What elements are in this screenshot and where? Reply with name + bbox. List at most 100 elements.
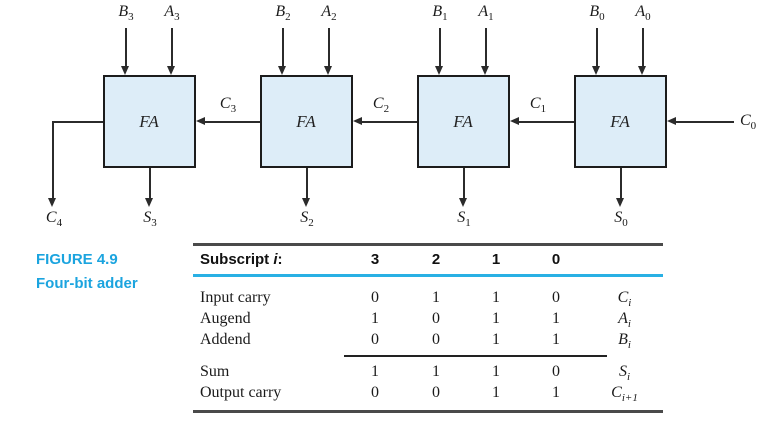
cell: 1 <box>492 384 500 401</box>
addition-underline <box>344 355 607 357</box>
arrowhead-down <box>459 198 467 207</box>
row-symbol: Ai <box>618 310 631 331</box>
table-header-col: 1 <box>491 251 501 268</box>
arrowhead-left <box>196 117 205 125</box>
cell: 1 <box>432 289 440 306</box>
arrowhead-down <box>48 198 56 207</box>
cell: 1 <box>492 310 500 327</box>
fa-box-bit0: FA <box>574 75 667 168</box>
output-label-s0: S0 <box>614 209 628 230</box>
row-label: Addend <box>200 331 251 348</box>
input-label-b3: B3 <box>118 3 134 24</box>
table-rule-bottom <box>193 410 663 413</box>
table-header-row: Subscript i: 3 2 1 0 <box>193 248 663 272</box>
fa-label: FA <box>139 111 160 131</box>
cell: 0 <box>371 289 379 306</box>
cell: 0 <box>432 331 440 348</box>
cell: 0 <box>552 363 560 380</box>
wire-input-b2 <box>282 28 284 67</box>
wire-input-b0 <box>596 28 598 67</box>
cell: 0 <box>552 289 560 306</box>
wire-input-b3 <box>125 28 127 67</box>
arrowhead-down <box>324 66 332 75</box>
output-label-s3: S3 <box>143 209 157 230</box>
wire-carry-c0 <box>676 121 734 123</box>
input-label-a2: A2 <box>321 3 337 24</box>
arrowhead-down <box>145 198 153 207</box>
arrowhead-down <box>481 66 489 75</box>
arrowhead-down <box>435 66 443 75</box>
row-symbol: Si <box>618 363 631 384</box>
wire-input-a3 <box>171 28 173 67</box>
row-symbol: Ci <box>617 289 632 310</box>
table-header-col: 3 <box>370 251 380 268</box>
input-label-a0: A0 <box>635 3 651 24</box>
input-label-a3: A3 <box>164 3 180 24</box>
wire-sum-s3 <box>149 168 151 199</box>
table-header-spacer <box>586 248 663 272</box>
wire-c4-vertical <box>52 121 54 199</box>
fa-label: FA <box>610 111 631 131</box>
cell: 0 <box>432 310 440 327</box>
fa-box-bit2: FA <box>260 75 353 168</box>
row-symbol: Ci+1 <box>611 384 638 405</box>
wire-sum-s0 <box>620 168 622 199</box>
arrowhead-down <box>592 66 600 75</box>
cell: 1 <box>492 331 500 348</box>
input-label-a1: A1 <box>478 3 494 24</box>
table-header-col: 0 <box>551 251 561 268</box>
input-label-b0: B0 <box>589 3 605 24</box>
wire-input-a2 <box>328 28 330 67</box>
arrowhead-down <box>302 198 310 207</box>
wire-input-b1 <box>439 28 441 67</box>
arrowhead-down <box>121 66 129 75</box>
row-label: Output carry <box>200 384 282 401</box>
table-row-augend: Augend 1 0 1 1 Ai <box>193 308 663 331</box>
cell: 1 <box>492 289 500 306</box>
fa-label: FA <box>296 111 317 131</box>
fa-box-bit3: FA <box>103 75 196 168</box>
cell: 1 <box>371 363 379 380</box>
arrowhead-left <box>510 117 519 125</box>
cell: 0 <box>371 384 379 401</box>
figure-title: Four-bit adder <box>36 275 138 292</box>
table-rule-header <box>193 274 663 277</box>
row-label: Input carry <box>200 289 271 306</box>
output-label-s1: S1 <box>457 209 471 230</box>
wire-sum-s1 <box>463 168 465 199</box>
example-table: Subscript i: 3 2 1 0 Input carry 0 1 1 0… <box>193 243 663 415</box>
table-row-addend: Addend 0 0 1 1 Bi <box>193 329 663 352</box>
row-label: Sum <box>200 363 230 380</box>
arrowhead-down <box>616 198 624 207</box>
output-label-c4: C4 <box>45 209 63 230</box>
cell: 0 <box>432 384 440 401</box>
figure-caption: FIGURE 4.9 Four-bit adder <box>36 248 138 296</box>
arrowhead-down <box>278 66 286 75</box>
input-label-b2: B2 <box>275 3 291 24</box>
input-label-b1: B1 <box>432 3 448 24</box>
table-row-output-carry: Output carry 0 0 1 1 Ci+1 <box>193 382 663 405</box>
wire-input-a1 <box>485 28 487 67</box>
cell: 1 <box>552 331 560 348</box>
arrowhead-left <box>353 117 362 125</box>
table-header-col: 2 <box>431 251 441 268</box>
table-header-label: Subscript i: <box>200 251 283 268</box>
arrowhead-down <box>167 66 175 75</box>
wire-carry-c3 <box>205 121 260 123</box>
fa-label: FA <box>453 111 474 131</box>
carry-label-c0: C0 <box>740 112 757 133</box>
arrowhead-down <box>638 66 646 75</box>
cell: 0 <box>371 331 379 348</box>
row-symbol: Bi <box>618 331 631 352</box>
wire-carry-c2 <box>362 121 417 123</box>
cell: 1 <box>492 363 500 380</box>
carry-label-c3: C3 <box>219 95 237 116</box>
carry-label-c1: C1 <box>529 95 547 116</box>
cell: 1 <box>552 310 560 327</box>
wire-carry-c1 <box>519 121 574 123</box>
carry-label-c2: C2 <box>372 95 390 116</box>
wire-c4-horizontal <box>52 121 103 123</box>
table-row-sum: Sum 1 1 1 0 Si <box>193 361 663 384</box>
cell: 1 <box>371 310 379 327</box>
